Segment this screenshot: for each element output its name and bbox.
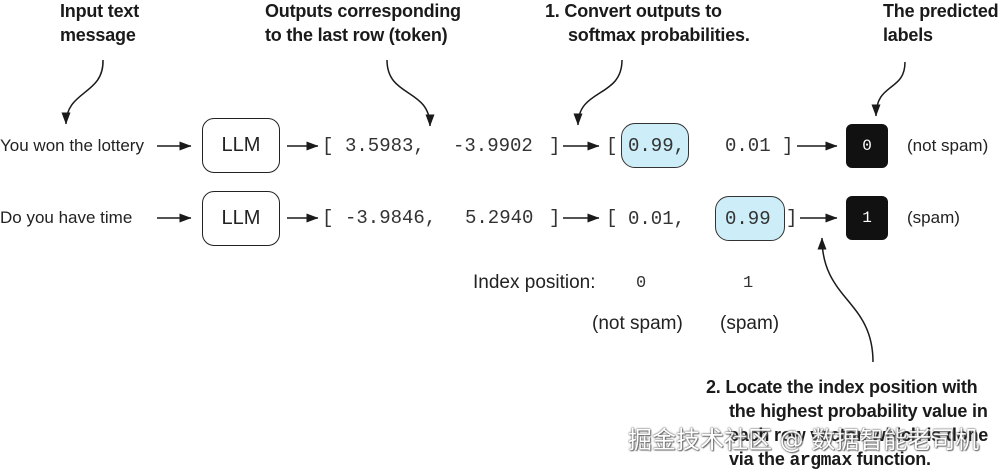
callout-text: via the — [729, 449, 790, 469]
callout-arrow-input-text — [61, 59, 104, 125]
row-1-logit-value: -3.9902 — [453, 135, 533, 157]
row-2-logits-open-bracket: [ — [322, 207, 334, 229]
row-2-logit-value: -3.9846, — [345, 207, 437, 229]
callout-softmax-step: 1. Convert outputs to softmax probabilit… — [545, 0, 750, 47]
row-2-logit-value: 5.2940 — [465, 207, 534, 229]
row-1-predicted-label-box: 0 — [846, 124, 888, 168]
callout-argmax-step: 2. Locate the index position with the hi… — [706, 375, 1004, 472]
callout-line: Input text — [60, 1, 139, 21]
row-1-probabilities-close-bracket: ] — [782, 135, 794, 157]
watermark-text: 掘金技术社区 @ 数据智能老司机 — [628, 426, 980, 454]
index-class-label: (not spam) — [592, 313, 683, 334]
row-2-probability-cell: 0.01, — [628, 207, 686, 230]
callout-arrow-predicted-labels — [871, 61, 906, 117]
row-2-input-text: Do you have time — [0, 208, 133, 227]
callout-line: Outputs corresponding — [265, 1, 461, 21]
callout-line: via the argmax function. — [706, 447, 1004, 472]
row-1-probability-cell: 0.01 — [725, 134, 771, 157]
callout-line: softmax probabilities. — [568, 25, 750, 45]
index-class-label: (spam) — [720, 313, 780, 334]
callout-arrow-softmax-step — [573, 59, 623, 126]
callout-last-row-outputs: Outputs corresponding to the last row (t… — [265, 0, 461, 47]
callout-line: 2. Locate the index position with — [706, 377, 978, 397]
row-2-predicted-label-box: 1 — [846, 196, 888, 240]
row-1-logit-value: 3.5983, — [345, 135, 425, 157]
callout-predicted-labels: The predicted labels — [883, 0, 999, 47]
row-2-probabilities-open-bracket: [ — [606, 207, 618, 229]
callout-arrow-argmax-step — [817, 237, 874, 363]
callout-text: function. — [851, 449, 931, 469]
row-2-probability-cell: 0.99 — [715, 196, 785, 241]
callout-arrow-last-row-outputs — [386, 59, 435, 127]
callout-line: message — [60, 25, 136, 45]
callout-line: The predicted — [883, 1, 999, 21]
row-2-predicted-class-label: (spam) — [907, 208, 960, 227]
row-2-probabilities-close-bracket: ] — [786, 207, 798, 229]
index-value: 1 — [743, 274, 754, 293]
callout-line: 1. Convert outputs to — [545, 1, 722, 21]
callout-input-text: Input text message — [60, 0, 139, 47]
row-2-logits-close-bracket: ] — [549, 207, 561, 229]
row-1-logits-close-bracket: ] — [549, 135, 561, 157]
argmax-function-name: argmax — [789, 451, 852, 471]
row-1-probability-cell: 0.99, — [621, 123, 689, 168]
row-1-input-text: You won the lottery — [0, 136, 144, 155]
row-1-logits-open-bracket: [ — [322, 135, 334, 157]
callout-line: to the last row (token) — [265, 25, 448, 45]
row-1-predicted-class-label: (not spam) — [907, 136, 989, 155]
row-2-llm-box: LLM — [202, 191, 280, 246]
index-value: 0 — [636, 274, 647, 293]
callout-line: labels — [883, 25, 933, 45]
callout-line: each row vector, which is done — [729, 425, 989, 445]
callout-line: the highest probability value in — [729, 401, 988, 421]
row-1-llm-box: LLM — [202, 118, 280, 173]
row-1-probabilities-open-bracket: [ — [606, 135, 618, 157]
index-position-title: Index position: — [473, 272, 596, 293]
